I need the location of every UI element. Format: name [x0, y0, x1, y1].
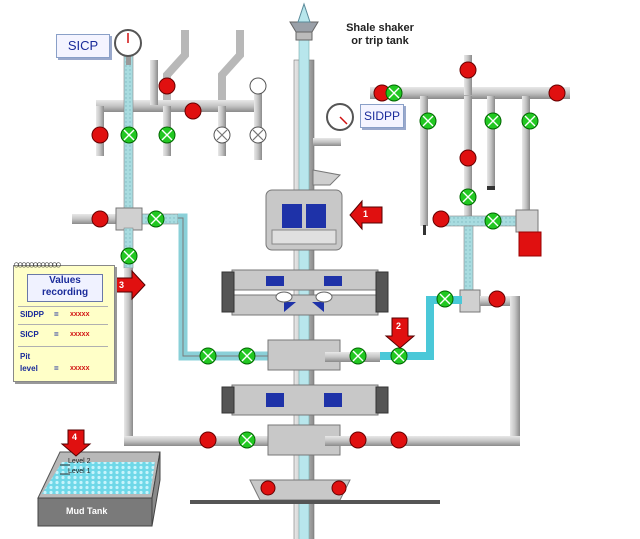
valve-open[interactable] — [238, 347, 256, 365]
sicp-gauge — [114, 29, 142, 65]
valve-open[interactable] — [484, 112, 502, 130]
valve-neutral[interactable] — [213, 126, 231, 144]
sicp-label: SICP — [56, 34, 110, 58]
notepad-binding-rings: ◯◯◯◯◯◯◯◯◯◯◯◯ — [14, 260, 61, 268]
valve-open[interactable] — [120, 126, 138, 144]
valve-open[interactable] — [120, 247, 138, 265]
valve-closed[interactable] — [548, 84, 566, 102]
sidpp-label: SIDPP — [360, 104, 404, 128]
valve-closed[interactable] — [184, 102, 202, 120]
values-recording-notepad: ◯◯◯◯◯◯◯◯◯◯◯◯ Values recording SIDPP = xx… — [13, 260, 115, 382]
notepad-rule — [18, 306, 108, 307]
valve-closed[interactable] — [91, 126, 109, 144]
level-2-label: Level 2 — [68, 458, 91, 465]
notepad-row-label: SICP — [20, 330, 39, 339]
step-number-3: 3 — [119, 280, 125, 290]
valve-closed[interactable] — [349, 431, 367, 449]
valve-open[interactable] — [199, 347, 217, 365]
notepad-row-value: xxxxx — [70, 365, 90, 372]
shaker-line-2: or trip tank — [351, 35, 409, 47]
notepad-title-line-2: recording — [41, 287, 89, 298]
notepad-title-line-1: Values — [49, 275, 81, 286]
valve-neutral[interactable] — [249, 77, 267, 95]
notepad-row-label: Pit — [20, 352, 31, 361]
valve-closed[interactable] — [158, 77, 176, 95]
valve-closed[interactable] — [488, 290, 506, 308]
valve-neutral[interactable] — [249, 126, 267, 144]
valves — [91, 61, 566, 496]
notepad-row-value: xxxxx — [70, 331, 90, 338]
valve-open[interactable] — [436, 290, 454, 308]
valve-open[interactable] — [419, 112, 437, 130]
valve-open[interactable] — [459, 188, 477, 206]
step-arrow-1 — [349, 199, 383, 231]
valve-open[interactable] — [385, 84, 403, 102]
step-arrow-2 — [384, 317, 416, 349]
valve-open[interactable] — [349, 347, 367, 365]
valve-closed[interactable] — [459, 61, 477, 79]
valve-closed[interactable] — [432, 210, 450, 228]
step-number-1: 1 — [363, 209, 369, 219]
valve-closed[interactable] — [390, 431, 408, 449]
notepad-row-value: xxxxx — [70, 311, 90, 318]
mud-tank — [37, 451, 161, 527]
notepad-row-eq: = — [54, 364, 59, 373]
shale-shaker-label: Shale shaker or trip tank — [330, 22, 430, 48]
valve-closed[interactable] — [459, 149, 477, 167]
valve-closed[interactable] — [331, 480, 347, 496]
sidpp-gauge — [326, 103, 354, 131]
step-number-4: 4 — [72, 432, 78, 442]
shaker-line-1: Shale shaker — [346, 22, 414, 34]
mud-tank-label: Mud Tank — [66, 506, 108, 516]
bop-stack — [190, 2, 440, 539]
notepad-row-eq: = — [54, 330, 59, 339]
notepad-rule — [18, 324, 108, 325]
valve-closed[interactable] — [260, 480, 276, 496]
level-1-label: Level 1 — [68, 468, 91, 475]
notepad-row-label: level — [20, 364, 38, 373]
valve-closed[interactable] — [199, 431, 217, 449]
valve-open[interactable] — [521, 112, 539, 130]
valve-closed[interactable] — [91, 210, 109, 228]
step-number-2: 2 — [396, 321, 402, 331]
valve-open[interactable] — [158, 126, 176, 144]
valve-open[interactable] — [390, 347, 408, 365]
notepad-title: Values recording — [27, 274, 103, 302]
step-arrow-3 — [111, 269, 146, 301]
valve-open[interactable] — [147, 210, 165, 228]
notepad-row-eq: = — [54, 310, 59, 319]
notepad-rule — [18, 346, 108, 347]
notepad-row-label: SIDPP — [20, 310, 45, 319]
step-arrow-4 — [60, 429, 92, 457]
valve-open[interactable] — [484, 212, 502, 230]
valve-open[interactable] — [238, 431, 256, 449]
